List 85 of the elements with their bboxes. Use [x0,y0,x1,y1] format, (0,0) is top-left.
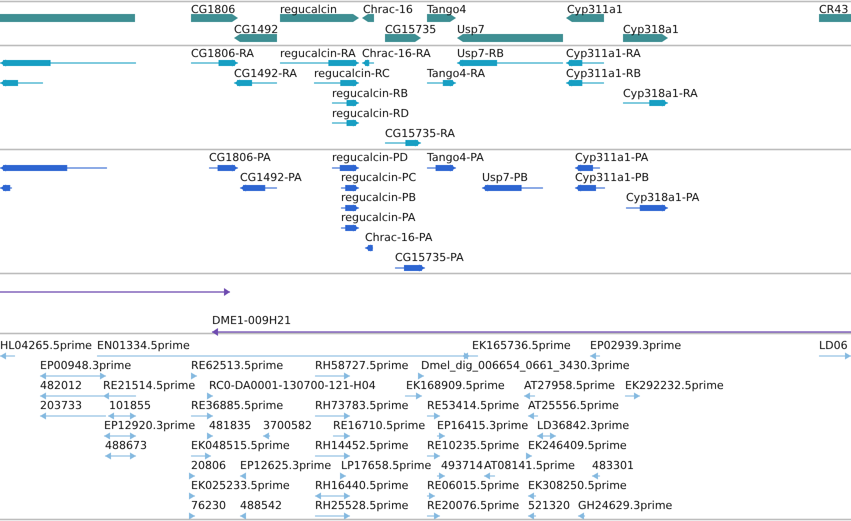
est-name: 521320 [528,499,570,512]
feature-name: Cyp318a1-RA [623,87,698,100]
est-name: EK048515.5prime [191,439,290,452]
est-name: RE62513.5prime [191,359,284,372]
feature-name: CG15735-RA [385,127,455,140]
feature-name: Tango4-RA [427,67,486,80]
feature-name: Usp7-RB [457,47,504,60]
est-name: 481835 [209,419,251,432]
feature-name: DME1-009H21 [212,314,292,327]
est-name: RE10235.5prime [427,439,520,452]
est-name: RH73783.5prime [315,399,408,412]
est-name: 488673 [105,439,147,452]
est-name: RE06015.5prime [427,479,520,492]
est-name: RH58727.5prime [315,359,408,372]
est-name: LD36842.3prime [537,419,630,432]
est-name: EK292232.5prime [625,379,724,392]
est-name: 483301 [592,459,634,472]
feature-name: regucalcin-PB [341,191,416,204]
feature-name: Cyp318a1-PA [626,191,700,204]
est-name: RE16710.5prime [333,419,426,432]
est-name: EP02939.3prime [590,339,682,352]
est-name: 76230 [191,499,226,512]
est-name: EK246409.5prime [528,439,627,452]
feature-name: regucalcin-RC [314,67,390,80]
feature-name: Cyp311a1-RA [566,47,641,60]
est-name: 20806 [191,459,226,472]
feature-name: CG15735-PA [395,251,464,264]
feature-name: regucalcin-PA [341,211,416,224]
gene-name: CG1492 [234,23,278,36]
gene-name: Tango4 [427,3,466,16]
feature-name: Cyp311a1-PB [575,171,650,184]
feature-name: Cyp311a1-RB [566,67,642,80]
est-name: EP12920.3prime [104,419,196,432]
gene-name: Cyp311a1 [567,3,623,16]
feature-name: CG1806-RA [191,47,254,60]
feature-name: Chrac-16-PA [365,231,432,244]
est-name: 3700582 [263,419,312,432]
feature-name: Chrac-16-RA [362,47,431,60]
est-name: LP17658.5prime [341,459,432,472]
est-name: EK165736.5prime [472,339,571,352]
est-name: EP12625.3prime [240,459,332,472]
feature-name: regucalcin-PC [341,171,416,184]
est-name: 101855 [109,399,151,412]
feature-name: Cyp311a1-PA [575,151,648,164]
est-name: RE21514.5prime [103,379,196,392]
est-name: AT08141.5prime [484,459,575,472]
feature-name: regucalcin-RD [332,107,410,120]
est-name: RE36885.5prime [191,399,284,412]
feature-name: regucalcin-RA [280,47,356,60]
est-name: RH25528.5prime [315,499,408,512]
gene-name: Cyp318a1 [623,23,679,36]
gene-name: CG1806 [191,3,236,16]
gene-name: regucalcin [280,3,337,16]
gene-name: Chrac-16 [363,3,413,16]
est-name: Dmel_dig_006654_0661_3430.3prime [421,359,630,372]
est-name: RH16440.5prime [315,479,408,492]
est-name: 488542 [240,499,282,512]
est-name: EK025233.5prime [191,479,290,492]
est-name: RH14452.5prime [315,439,408,452]
est-name: AT25556.5prime [528,399,619,412]
gene-name: Usp7 [457,23,485,36]
est-name: AT27958.5prime [524,379,615,392]
gene-name: CR43 [819,3,848,16]
est-name: EP00948.3prime [40,359,132,372]
gene-name: CG15735 [385,23,436,36]
est-name: 482012 [40,379,82,392]
feature-name: CG1492-RA [234,67,297,80]
est-name: 203733 [40,399,82,412]
est-name: LD06 [819,339,848,352]
feature-name: regucalcin-PD [332,151,408,164]
est-name: EP16415.3prime [437,419,528,432]
feature-name: regucalcin-RB [332,87,408,100]
feature-name: CG1492-PA [240,171,302,184]
est-name: RC0-DA0001-130700-121-H04 [209,379,376,392]
est-name: EK168909.5prime [406,379,505,392]
est-name: RE53414.5prime [427,399,520,412]
est-name: RE20076.5prime [427,499,520,512]
feature-name: Tango4-PA [427,151,484,164]
est-name: GH24629.3prime [578,499,672,512]
feature-name: CG1806-PA [209,151,271,164]
est-name: EN01334.5prime [97,339,190,352]
est-name: 493714 [441,459,483,472]
feature-name: Usp7-PB [482,171,528,184]
est-name: HL04265.5prime [0,339,92,352]
est-name: EK308250.5prime [528,479,627,492]
